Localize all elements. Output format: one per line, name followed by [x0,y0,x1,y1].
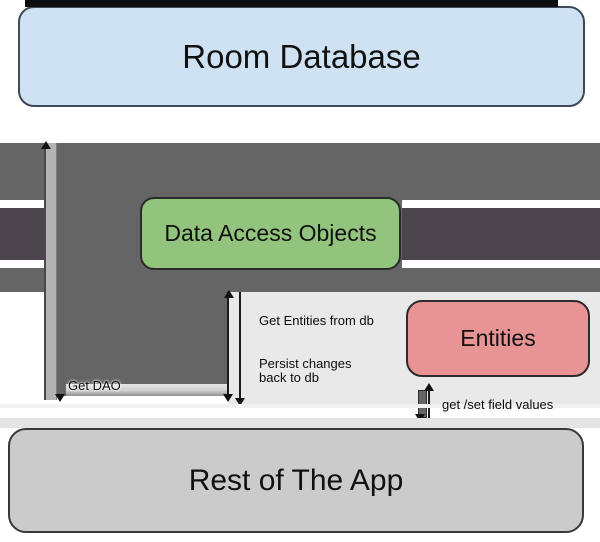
persist-arrowhead-down-icon [235,398,245,406]
data-access-objects-label: Data Access Objects [164,220,377,246]
get-dao-label: Get DAO [68,378,121,393]
get-entities-arrowhead-down-icon [223,394,233,402]
get-dao-underline-strip [66,384,228,396]
room-database-label: Room Database [182,37,421,75]
persist-changes-label: Persist changes back to db [259,357,369,385]
rest-of-app-label: Rest of The App [188,463,404,497]
get-dao-arrowhead-up-icon [41,141,51,149]
persist-changes-line1: Persist changes [259,356,352,371]
crop-stripe-upper [0,404,600,408]
get-set-arrow-line [428,388,430,418]
get-entities-arrowhead-up-icon [224,290,234,298]
persist-changes-line2: back to db [259,370,319,385]
entities-box: Entities [406,300,590,377]
persist-arrow-line [239,292,241,400]
entities-label: Entities [460,325,536,351]
room-database-box: Room Database [18,6,585,107]
crop-stripe-lower [0,418,600,428]
get-set-arrowhead-up-icon [424,383,434,391]
get-entities-arrow-line [227,292,229,400]
rest-of-app-box: Rest of The App [8,428,584,533]
top-crop-bar [25,0,558,7]
data-access-objects-box: Data Access Objects [140,197,401,270]
get-set-field-values-label: get /set field values [442,397,554,412]
get-entities-label: Get Entities from db [259,313,374,328]
get-dao-connector [44,143,57,400]
get-dao-arrowhead-down-icon [55,394,65,402]
